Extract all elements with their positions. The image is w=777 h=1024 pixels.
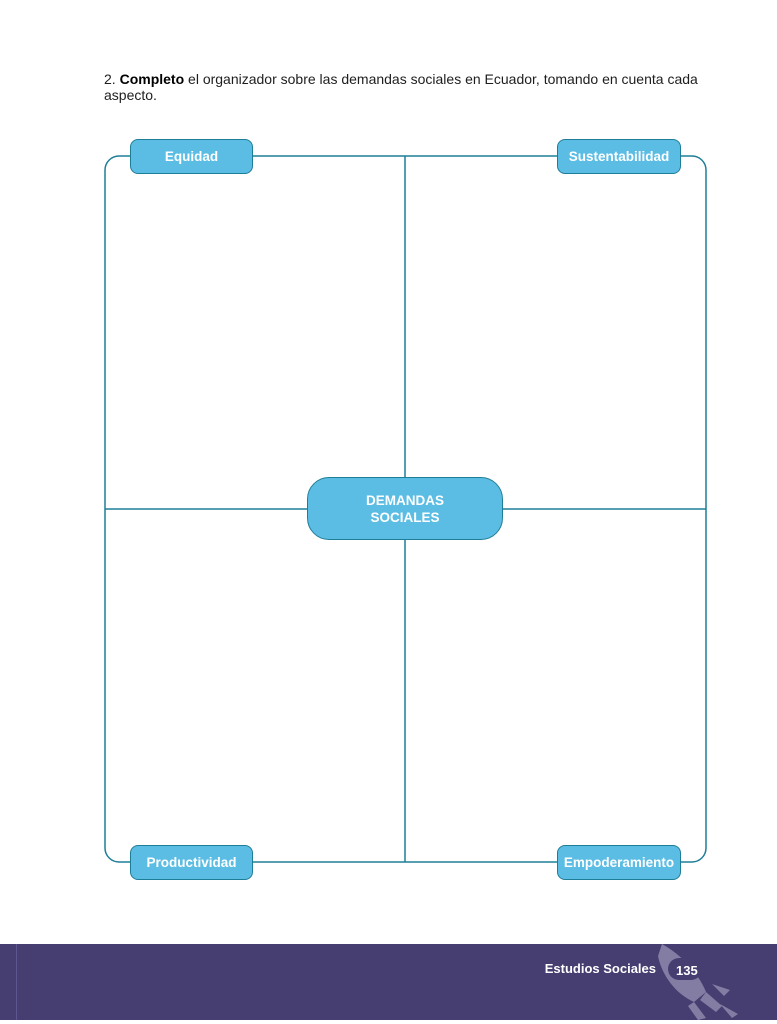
rocket-icon [658, 944, 738, 1020]
instruction-text: 2. Completo el organizador sobre las dem… [104, 71, 714, 103]
label-productividad: Productividad [130, 845, 253, 880]
page-number: 135 [676, 963, 698, 978]
label-equidad: Equidad [130, 139, 253, 174]
label-sustentabilidad: Sustentabilidad [557, 139, 681, 174]
quadrant-sustentabilidad-area[interactable] [407, 176, 704, 476]
page-footer: Estudios Sociales 135 [0, 944, 777, 1020]
instruction-verb: Completo [119, 71, 185, 87]
center-topic-box: DEMANDAS SOCIALES [307, 477, 503, 540]
instruction-number: 2. [104, 71, 116, 87]
quadrant-productividad-area[interactable] [107, 542, 403, 842]
footer-divider [16, 944, 17, 1020]
label-empoderamiento: Empoderamiento [557, 845, 681, 880]
quadrant-equidad-area[interactable] [107, 176, 403, 476]
center-topic-line1: DEMANDAS [365, 492, 444, 508]
quadrant-empoderamiento-area[interactable] [407, 542, 704, 842]
center-topic-line2: SOCIALES [370, 509, 440, 525]
instruction-body: el organizador sobre las demandas social… [104, 71, 698, 103]
footer-subject: Estudios Sociales [544, 961, 656, 976]
